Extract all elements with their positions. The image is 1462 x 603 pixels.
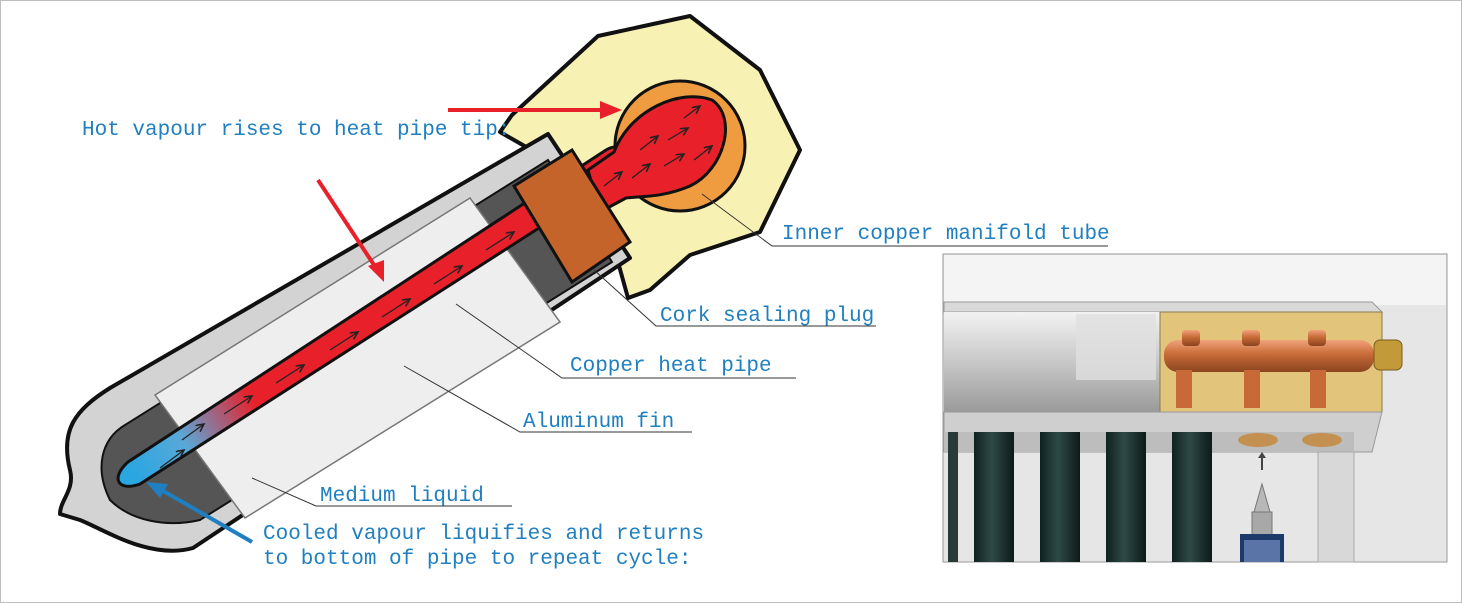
label-cork-plug: Cork sealing plug: [660, 305, 874, 328]
label-cooled-vapour-2: to bottom of pipe to repeat cycle:: [263, 548, 691, 571]
label-copper-heat-pipe: Copper heat pipe: [570, 355, 772, 378]
label-cooled-vapour-1: Cooled vapour liquifies and returns: [263, 523, 704, 546]
label-medium-liquid: Medium liquid: [320, 485, 484, 508]
label-hot-vapour: Hot vapour rises to heat pipe tip:: [82, 119, 510, 142]
label-manifold-tube: Inner copper manifold tube: [782, 223, 1110, 246]
manifold-photo: [943, 254, 1447, 562]
label-aluminum-fin: Aluminum fin: [523, 411, 674, 434]
